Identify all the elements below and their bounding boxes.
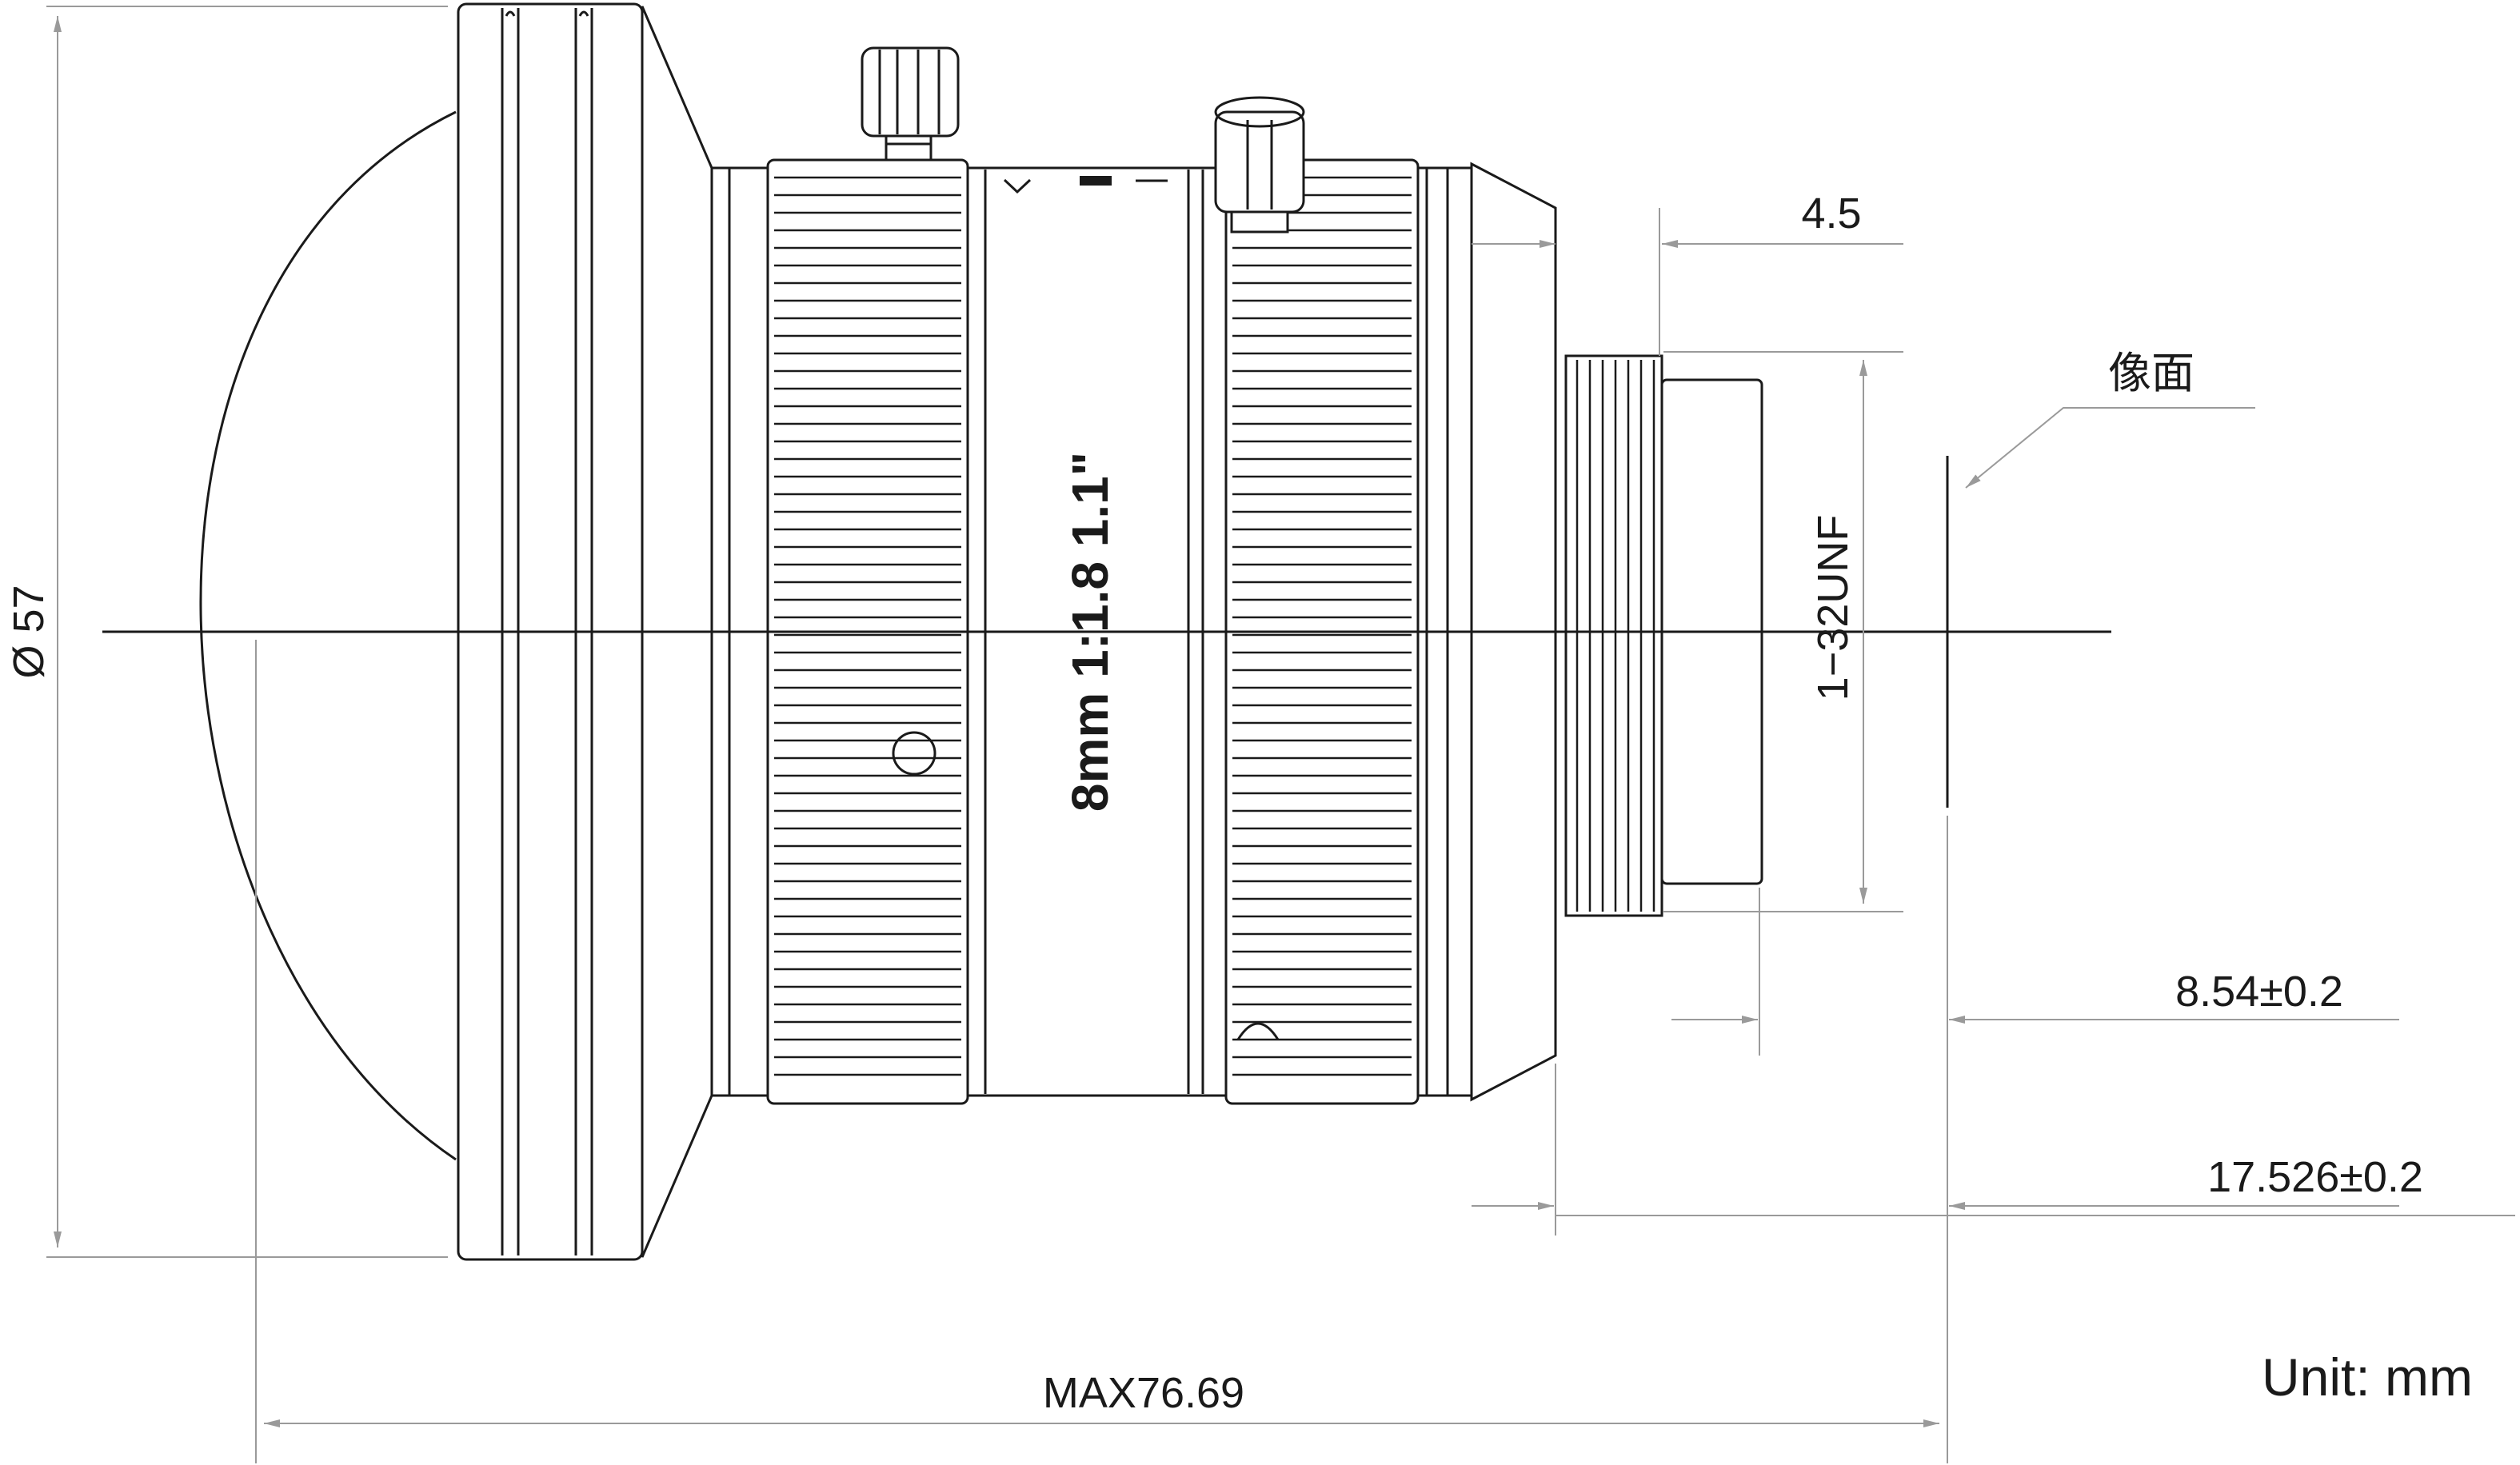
dim-thread: 1−32UNF <box>1663 351 1903 912</box>
lock-screw-1 <box>861 46 960 162</box>
dim-back-focus: 4.5 <box>1472 190 1903 356</box>
thread-label: 1−32UNF <box>1809 515 1857 701</box>
flange-back-label: 17.526±0.2 <box>2207 1153 2423 1201</box>
front-dome <box>199 110 457 1161</box>
diameter-label: Ø 57 <box>5 585 53 678</box>
dim-flange-back: 17.526±0.2 <box>1472 1064 2515 1235</box>
image-plane-label: 像面 <box>2108 349 2195 397</box>
image-plane-callout: 像面 <box>1965 349 2255 489</box>
total-length-label: MAX76.69 <box>1043 1369 1244 1417</box>
c-mount-thread <box>1564 354 1663 917</box>
back-focus-label: 4.5 <box>1801 190 1861 238</box>
lock-screw-2 <box>1214 96 1305 234</box>
dim-diameter: Ø 57 <box>5 6 448 1258</box>
dim-flange-to-image: 8.54±0.2 <box>1671 816 2399 1463</box>
index-marks <box>1003 176 1168 194</box>
flange-to-image-label: 8.54±0.2 <box>2175 968 2343 1016</box>
dim-total-length: MAX76.69 <box>255 640 1939 1463</box>
lens-marking: 8mm 1:1.8 1.1" <box>1061 452 1119 812</box>
unit-label: Unit: mm <box>2262 1347 2473 1407</box>
